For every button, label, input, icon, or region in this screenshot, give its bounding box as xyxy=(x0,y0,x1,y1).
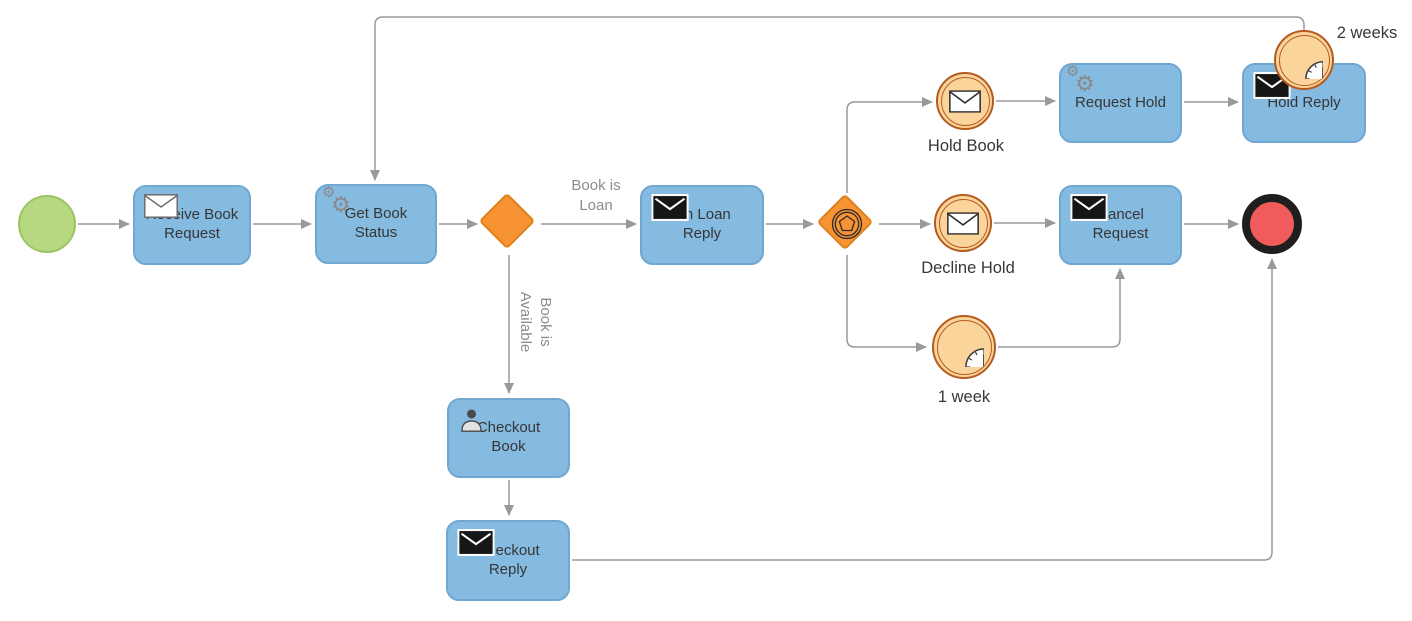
task-get-book-status[interactable]: ⚙⚙ Get Book Status xyxy=(315,184,437,264)
flow-event-gateway-to-one-week xyxy=(846,255,927,352)
event-label-hold-book: Hold Book xyxy=(927,137,1005,155)
task-label: Get Book Status xyxy=(344,205,408,241)
flow-checkout-reply-to-end xyxy=(572,258,1277,561)
message-send-icon xyxy=(651,194,689,221)
service-gear-icon: ⚙⚙ xyxy=(322,184,351,217)
event-one-week-timer[interactable] xyxy=(932,315,996,379)
event-hold-book[interactable] xyxy=(936,72,994,130)
task-request-hold[interactable]: ⚙⚙ Request Hold xyxy=(1059,63,1182,143)
event-decline-hold[interactable] xyxy=(934,194,992,252)
service-gear-icon: ⚙⚙ xyxy=(1066,63,1095,96)
user-icon xyxy=(458,407,485,434)
task-receive-book-request[interactable]: Receive Book Request xyxy=(133,185,251,265)
task-label: Request Hold xyxy=(1075,93,1166,111)
flow-timer-loop-to-get-status xyxy=(370,16,1305,181)
task-on-loan-reply[interactable]: On Loan Reply xyxy=(640,185,764,265)
flow-one-week-to-cancel-request xyxy=(998,268,1125,348)
event-label-two-weeks: 2 weeks xyxy=(1336,24,1398,42)
event-label-decline-hold: Decline Hold xyxy=(921,259,1015,277)
event-inner-ring xyxy=(940,76,990,126)
task-cancel-request[interactable]: Cancel Request xyxy=(1059,185,1182,265)
flow-event-gateway-to-hold-book xyxy=(846,97,933,193)
event-gateway-icon xyxy=(829,206,865,242)
start-event[interactable] xyxy=(18,195,76,253)
message-send-icon xyxy=(457,529,495,556)
task-label: Checkout Book xyxy=(476,419,541,455)
timer-clock-icon xyxy=(1285,41,1323,79)
event-inner-ring xyxy=(1278,34,1330,86)
task-label: Cancel Request xyxy=(1092,206,1149,242)
task-hold-reply[interactable]: Hold Reply xyxy=(1242,63,1366,143)
task-checkout-book[interactable]: Checkout Book xyxy=(447,398,570,478)
message-receive-icon xyxy=(144,194,178,218)
timer-clock-icon xyxy=(944,327,984,367)
event-label-one-week: 1 week xyxy=(937,388,991,406)
message-send-icon xyxy=(1070,194,1108,221)
message-envelope-icon xyxy=(949,90,981,113)
event-two-weeks-boundary-timer[interactable] xyxy=(1274,30,1334,90)
flow-label-book-is-loan: Book is Loan xyxy=(571,177,621,214)
event-inner-ring xyxy=(936,319,992,375)
message-envelope-icon xyxy=(947,212,979,235)
task-checkout-reply[interactable]: Checkout Reply xyxy=(446,520,570,601)
flow-label-book-is-available: Book is Available xyxy=(517,291,555,353)
event-inner-ring xyxy=(938,198,988,248)
end-event[interactable] xyxy=(1242,194,1302,254)
